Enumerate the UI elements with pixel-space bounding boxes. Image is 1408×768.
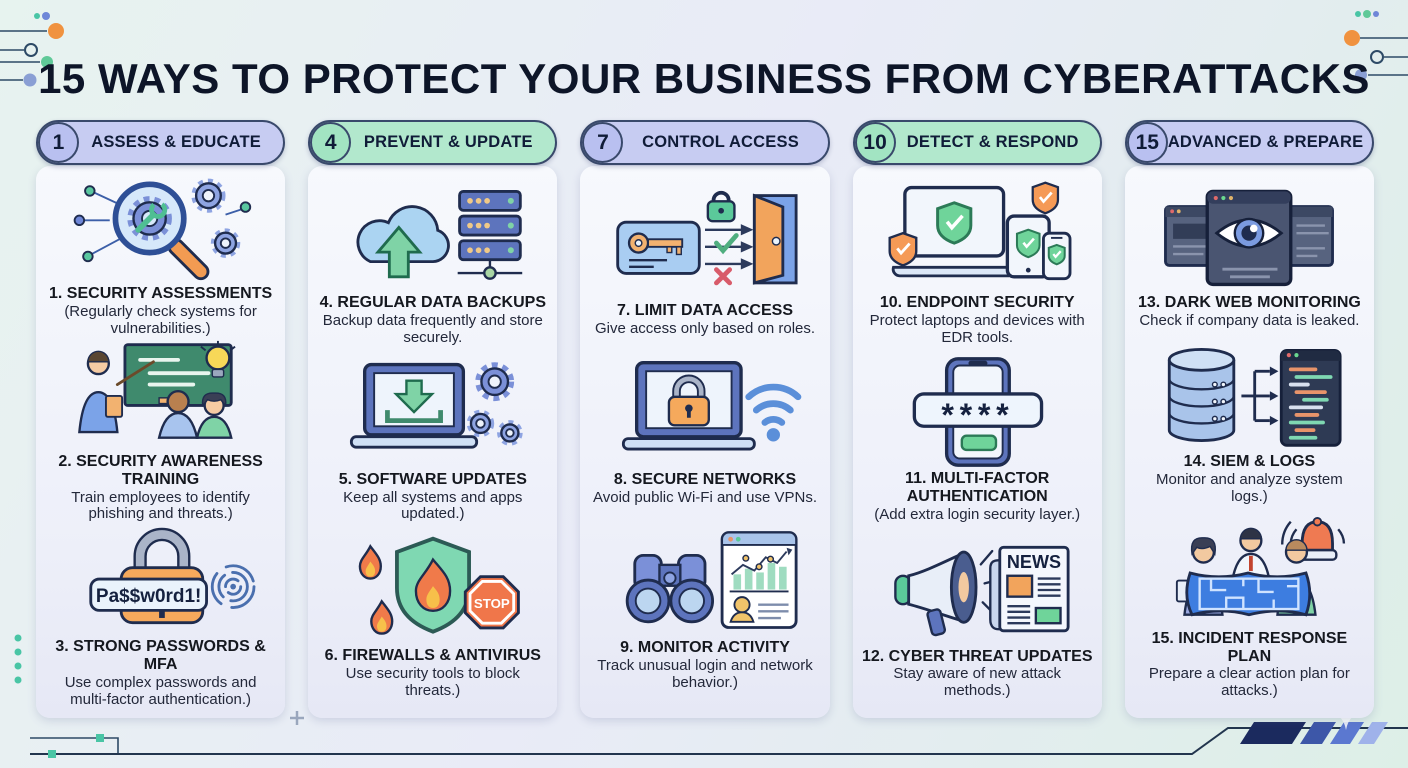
column-header-label: ASSESS & EDUCATE — [91, 133, 261, 151]
item-dark-web-monitoring: 13. DARK WEB MONITORING Check if company… — [1138, 180, 1361, 330]
infographic-columns: 1 ASSESS & EDUCATE — [36, 120, 1375, 718]
dots-decoration-bottom-left — [14, 634, 22, 684]
column-number-badge: 1 — [38, 122, 79, 163]
column-advanced-prepare: 15 ADVANCED & PREPARE — [1124, 120, 1375, 718]
column-number-badge: 7 — [582, 122, 624, 163]
item-monitor-activity: 9. MONITOR ACTIVITY Track unusual login … — [593, 525, 817, 692]
item-desc: Train employees to identify phishing and… — [71, 488, 250, 523]
column-card: 4. REGULAR DATA BACKUPS Backup data freq… — [308, 166, 558, 718]
item-desc: Avoid public Wi-Fi and use VPNs. — [593, 488, 817, 506]
secure-laptop-wifi-icon — [606, 357, 804, 469]
item-title: 3. STRONG PASSWORDS & MFA — [55, 638, 266, 674]
item-multi-factor-authentication: **** 11. MULTI-FACTOR AUTHENTICATION (Ad… — [861, 356, 1093, 524]
column-card: 10. ENDPOINT SECURITY Protect laptops an… — [852, 166, 1102, 718]
item-desc: Keep all systems and apps updated.) — [343, 488, 523, 523]
item-desc: (Regularly check systems for vulnerabili… — [64, 302, 257, 337]
svg-text:Pa$$w0rd1!: Pa$$w0rd1! — [96, 586, 201, 607]
item-security-assessments: 1. SECURITY ASSESSMENTS (Regularly check… — [49, 171, 273, 338]
item-title: 13. DARK WEB MONITORING — [1138, 293, 1361, 311]
binoculars-chart-icon — [606, 525, 804, 637]
item-title: 4. REGULAR DATA BACKUPS — [319, 293, 546, 311]
endpoint-devices-icon — [878, 180, 1076, 292]
firewall-shield-icon: STOP — [334, 533, 532, 645]
item-title: 11. MULTI-FACTOR AUTHENTICATION — [905, 470, 1050, 506]
key-door-access-icon — [606, 188, 804, 300]
svg-text:****: **** — [942, 397, 1015, 433]
item-desc: Use security tools to block threats.) — [345, 665, 520, 700]
training-chalkboard-icon — [62, 339, 260, 451]
incident-plan-icon — [1150, 516, 1348, 628]
column-header-label: ADVANCED & PREPARE — [1167, 133, 1364, 151]
item-title: 8. SECURE NETWORKS — [613, 470, 797, 488]
megaphone-news-icon: NEWS — [878, 534, 1076, 646]
column-number-badge: 10 — [854, 122, 896, 163]
item-title: 6. FIREWALLS & ANTIVIRUS — [324, 647, 541, 665]
column-header-control-access: 7 CONTROL ACCESS — [580, 120, 830, 165]
column-header-assess-educate: 1 ASSESS & EDUCATE — [36, 120, 286, 165]
column-header-label: CONTROL ACCESS — [642, 133, 799, 151]
item-title: 10. ENDPOINT SECURITY — [879, 293, 1075, 311]
column-control-access: 7 CONTROL ACCESS — [580, 120, 830, 718]
cloud-backup-icon — [334, 180, 532, 292]
item-software-updates: 5. SOFTWARE UPDATES Keep all systems and… — [321, 357, 545, 524]
item-title: 2. SECURITY AWARENESS TRAINING — [58, 452, 263, 488]
item-limit-data-access: 7. LIMIT DATA ACCESS Give access only ba… — [595, 188, 815, 338]
item-title: 14. SIEM & LOGS — [1183, 453, 1316, 471]
item-incident-response-plan: 15. INCIDENT RESPONSE PLAN Prepare a cle… — [1133, 516, 1365, 701]
item-firewalls-antivirus: STOP 6. FIREWALLS & ANTIVIRUS Use securi… — [321, 533, 545, 700]
item-desc: Monitor and analyze system logs.) — [1156, 471, 1343, 506]
password-lock-icon: Pa$$w0rd1! — [62, 524, 260, 636]
item-desc: Protect laptops and devices with EDR too… — [869, 311, 1085, 346]
item-title: 9. MONITOR ACTIVITY — [620, 638, 790, 656]
column-header-detect-respond: 10 DETECT & RESPOND — [852, 120, 1102, 165]
item-desc: Stay aware of new attack methods.) — [893, 665, 1061, 700]
column-header-prevent-update: 4 PREVENT & UPDATE — [308, 120, 558, 165]
siem-logs-icon — [1150, 339, 1348, 451]
column-number-badge: 15 — [1126, 122, 1168, 163]
item-desc: Use complex passwords and multi-factor a… — [64, 674, 257, 709]
item-desc: Backup data frequently and store securel… — [322, 311, 543, 346]
column-card: 1. SECURITY ASSESSMENTS (Regularly check… — [36, 166, 286, 718]
column-prevent-update: 4 PREVENT & UPDATE — [308, 120, 558, 718]
item-siem-logs: 14. SIEM & LOGS Monitor and analyze syst… — [1137, 339, 1361, 506]
magnifier-gear-icon — [62, 171, 260, 283]
svg-text:STOP: STOP — [474, 596, 510, 611]
column-detect-respond: 10 DETECT & RESPOND — [852, 120, 1102, 718]
column-header-advanced-prepare: 15 ADVANCED & PREPARE — [1124, 120, 1375, 165]
mfa-phone-icon: **** — [878, 356, 1076, 468]
column-header-label: DETECT & RESPOND — [906, 133, 1079, 151]
item-cyber-threat-updates: NEWS 12. CYBER THREAT UPDATES Stay aware… — [861, 534, 1093, 701]
item-desc: Track unusual login and network behavior… — [597, 656, 813, 691]
column-card: 13. DARK WEB MONITORING Check if company… — [1124, 166, 1375, 718]
item-security-awareness-training: 2. SECURITY AWARENESS TRAINING Train emp… — [45, 339, 277, 524]
item-desc: (Add extra login security layer.) — [874, 505, 1081, 523]
column-number-badge: 4 — [310, 122, 352, 163]
item-desc: Prepare a clear action plan for attacks.… — [1148, 665, 1350, 700]
item-title: 12. CYBER THREAT UPDATES — [861, 647, 1093, 665]
item-desc: Check if company data is leaked. — [1139, 311, 1360, 329]
dark-web-eye-icon — [1150, 180, 1348, 292]
item-regular-data-backups: 4. REGULAR DATA BACKUPS Backup data freq… — [320, 180, 546, 347]
item-title: 7. LIMIT DATA ACCESS — [617, 302, 793, 320]
item-title: 5. SOFTWARE UPDATES — [338, 470, 527, 488]
column-assess-educate: 1 ASSESS & EDUCATE — [36, 120, 286, 718]
item-endpoint-security: 10. ENDPOINT SECURITY Protect laptops an… — [865, 180, 1089, 347]
item-desc: Give access only based on roles. — [594, 320, 816, 338]
page-title: 15 WAYS TO PROTECT YOUR BUSINESS FROM CY… — [38, 55, 1370, 103]
software-update-icon — [334, 357, 532, 469]
item-secure-networks: 8. SECURE NETWORKS Avoid public Wi-Fi an… — [593, 357, 817, 507]
item-title: 1. SECURITY ASSESSMENTS — [49, 284, 273, 302]
item-title: 15. INCIDENT RESPONSE PLAN — [1151, 629, 1348, 665]
column-header-label: PREVENT & UPDATE — [363, 133, 533, 151]
item-strong-passwords-mfa: Pa$$w0rd1! 3. STRONG PASSWORDS & MFA Use… — [45, 524, 277, 709]
svg-text:NEWS: NEWS — [1007, 552, 1061, 572]
column-card: 7. LIMIT DATA ACCESS Give access only ba… — [580, 166, 830, 718]
